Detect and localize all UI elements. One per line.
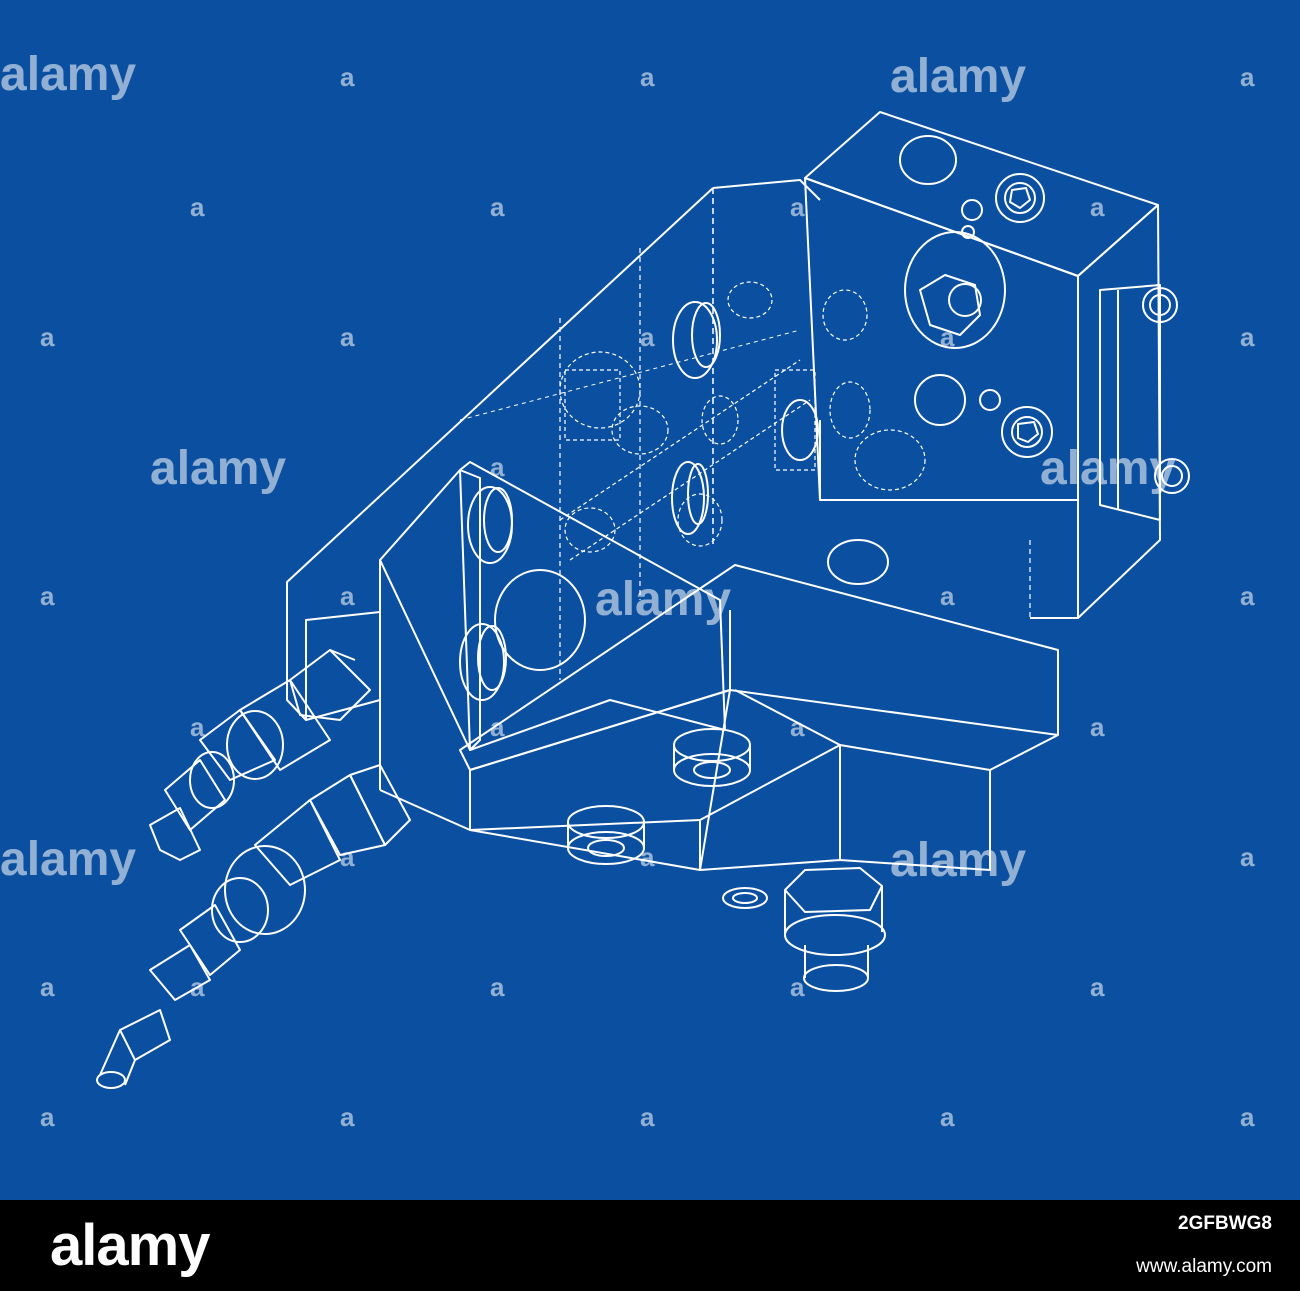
svg-text:a: a [1090, 192, 1105, 222]
watermark-logo: alamy [150, 442, 286, 495]
main-body [286, 179, 821, 721]
footer-meta: 2GFBWG8 www.alamy.com [1136, 1212, 1272, 1280]
blueprint-background [0, 0, 1300, 1200]
blueprint-canvas: alamy alamy alamy alamy alamy alamy alam… [0, 0, 1300, 1200]
watermark-layer: alamy alamy alamy alamy alamy alamy alam… [0, 48, 1176, 887]
svg-text:a: a [340, 842, 355, 872]
svg-text:a: a [40, 972, 55, 1002]
svg-text:a: a [1240, 62, 1255, 92]
svg-text:a: a [640, 1102, 655, 1132]
top-right-block [804, 111, 1190, 619]
main-body-ports [671, 301, 889, 585]
alamy-a-icon: a a a a a a a a a a a a a a a a a a a a a a a a a a a a a a a… [40, 62, 1255, 1132]
valve-block-drawing [96, 111, 1190, 1089]
watermark-logo: alamy [0, 833, 136, 886]
svg-text:a: a [1240, 322, 1255, 352]
svg-text:a: a [940, 322, 955, 352]
watermark-logo: alamy [1040, 442, 1176, 495]
svg-text:a: a [340, 322, 355, 352]
svg-text:a: a [190, 712, 205, 742]
svg-text:a: a [340, 62, 355, 92]
svg-text:a: a [1240, 581, 1255, 611]
bottom-nut [784, 867, 886, 992]
image-id-label: 2GFBWG8 [1178, 1213, 1272, 1234]
svg-text:a: a [340, 581, 355, 611]
watermark-logo: alamy [0, 48, 136, 101]
svg-text:a: a [1240, 1102, 1255, 1132]
svg-text:a: a [490, 452, 505, 482]
svg-text:a: a [490, 192, 505, 222]
svg-text:a: a [40, 1102, 55, 1132]
svg-text:a: a [340, 1102, 355, 1132]
svg-text:a: a [940, 1102, 955, 1132]
svg-text:a: a [1090, 712, 1105, 742]
svg-text:a: a [40, 581, 55, 611]
watermark-logo: alamy [890, 834, 1026, 887]
lower-fitting [96, 764, 411, 1089]
hidden-features [559, 281, 926, 561]
svg-text:a: a [640, 842, 655, 872]
svg-text:a: a [640, 62, 655, 92]
svg-text:a: a [490, 712, 505, 742]
svg-text:a: a [790, 192, 805, 222]
watermark-logo: alamy [595, 573, 731, 626]
svg-text:a: a [790, 972, 805, 1002]
svg-text:a: a [490, 972, 505, 1002]
svg-text:a: a [790, 712, 805, 742]
svg-text:a: a [1240, 842, 1255, 872]
watermark-logo: alamy [890, 50, 1026, 103]
lower-flange [379, 564, 1059, 909]
svg-text:a: a [190, 972, 205, 1002]
footer-logo: alamy [50, 1213, 210, 1278]
svg-text:a: a [190, 192, 205, 222]
site-url: www.alamy.com [1136, 1256, 1272, 1277]
upper-fitting [149, 611, 381, 861]
footer-bar [0, 1200, 1300, 1291]
svg-text:a: a [940, 581, 955, 611]
svg-text:a: a [640, 322, 655, 352]
svg-text:a: a [1090, 972, 1105, 1002]
svg-text:a: a [40, 322, 55, 352]
